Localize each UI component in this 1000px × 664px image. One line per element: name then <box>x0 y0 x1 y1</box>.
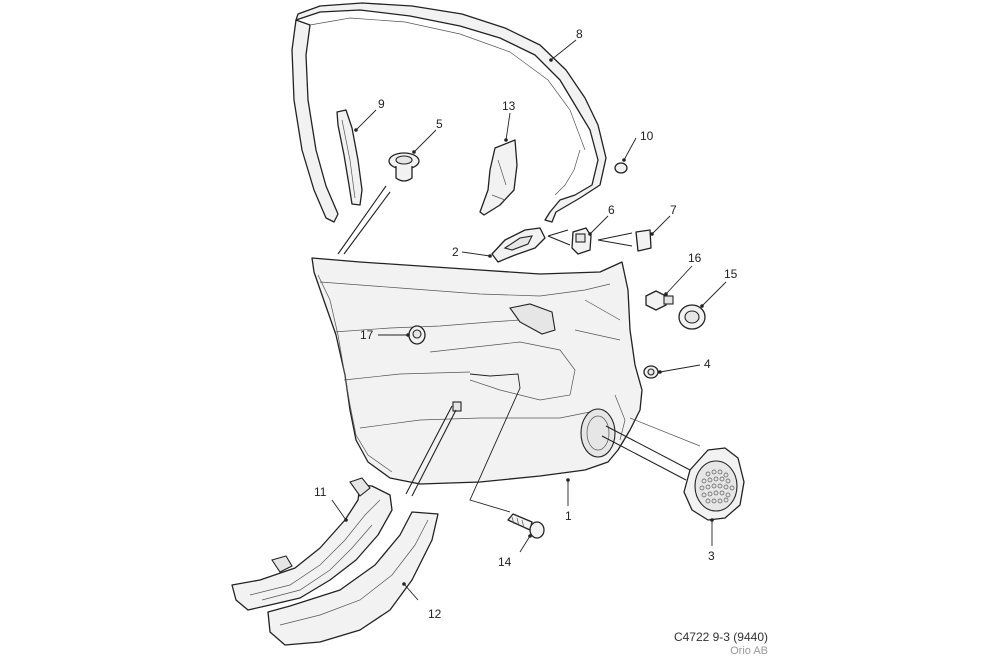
callout-leaders <box>331 39 727 601</box>
diagram-caption: C4722 9-3 (9440) Orio AB <box>674 630 768 657</box>
callout-5: 5 <box>436 117 443 131</box>
callout-15: 15 <box>724 267 738 281</box>
part-14-screw <box>507 513 545 539</box>
callout-8: 8 <box>576 27 583 41</box>
callout-9: 9 <box>378 97 385 111</box>
callout-10: 10 <box>640 129 654 143</box>
assembly-arrows <box>547 229 633 247</box>
caption-company: Orio AB <box>730 645 768 657</box>
part-3-speaker-grille <box>683 447 745 521</box>
part-16-stud <box>645 290 674 311</box>
part-6-switch-unit <box>571 227 592 255</box>
callout-7: 7 <box>670 203 677 217</box>
callout-1: 1 <box>565 509 572 523</box>
part-13-insulation-pad <box>479 139 518 216</box>
assembly-guide-lines <box>337 185 701 513</box>
callout-17: 17 <box>360 328 374 342</box>
part-5-clip <box>388 152 420 182</box>
part-4-clip <box>643 365 659 379</box>
callout-12: 12 <box>428 607 442 621</box>
caption-code: C4722 9-3 (9440) <box>673 630 768 644</box>
callout-3: 3 <box>708 549 715 563</box>
part-15-grommet <box>678 304 706 330</box>
part-1-door-trim-panel <box>311 257 643 485</box>
callout-2: 2 <box>452 245 459 259</box>
part-2-inner-handle <box>491 227 546 263</box>
part-8-window-frame-seal <box>291 2 607 223</box>
part-11-armrest-bracket <box>231 477 393 611</box>
part-17-clip <box>408 325 426 345</box>
callout-6: 6 <box>608 203 615 217</box>
callout-labels: 8 9 5 13 10 2 6 7 16 15 4 17 1 3 11 12 1… <box>314 27 738 621</box>
callout-16: 16 <box>688 251 702 265</box>
part-9-trim-strip <box>336 109 363 206</box>
callout-11: 11 <box>314 485 327 499</box>
callout-13: 13 <box>502 99 516 113</box>
part-10-small-clip <box>614 162 628 174</box>
callout-4: 4 <box>704 357 711 371</box>
callout-14: 14 <box>498 555 512 569</box>
part-12-armrest-cover <box>267 511 439 646</box>
part-7-cover-plate <box>635 229 652 252</box>
